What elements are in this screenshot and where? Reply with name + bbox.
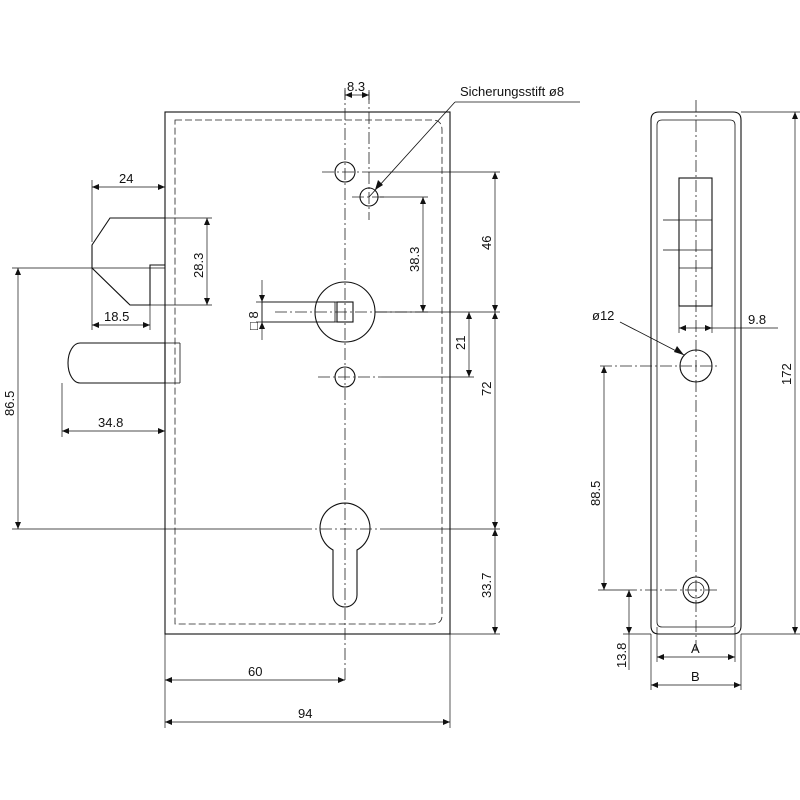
dim-pin-dia: 8.3 (344, 79, 370, 100)
faceplate-outline (650, 111, 742, 635)
dim-pin-to-spindle-text: 46 (479, 236, 494, 250)
dim-latch-depth-text: 18.5 (104, 309, 129, 324)
dim-faceplate-hole-distance: 88.5 (588, 366, 625, 591)
dim-square-text: □ 8 (246, 311, 261, 330)
case-outline (164, 111, 451, 635)
front-view: 8.3 Sicherungsstift ø8 24 28.3 (2, 79, 580, 728)
securing-pin-label: Sicherungsstift ø8 (460, 84, 564, 99)
dim-cylinder-to-bottom-text: 33.7 (479, 573, 494, 598)
dim-spindle-to-cylinder-text: 72 (479, 382, 494, 396)
dim-width-b: B (650, 634, 742, 690)
dim-width-a: A (656, 627, 736, 662)
dim-backset: 60 (164, 634, 345, 728)
dim-faceplate-slot: 9.8 (678, 306, 778, 333)
dim-faceplate-bottom: 13.8 (614, 590, 651, 670)
case-inner-contour (174, 119, 443, 625)
dim-pin-distance-text: 38.3 (407, 247, 422, 272)
hole-dia-label: ø12 (592, 308, 614, 323)
dim-bolt-reach: 86.5 (2, 267, 300, 530)
dim-latch-height-text: 28.3 (191, 253, 206, 278)
latch-bolt (91, 217, 165, 306)
dim-faceplate-bottom-text: 13.8 (614, 643, 629, 668)
faceplate-inner-outline (656, 119, 736, 628)
dim-spindle-to-hole: 21 (385, 312, 474, 378)
dim-backset-text: 60 (248, 664, 262, 679)
securing-pin-callout: Sicherungsstift ø8 (368, 84, 580, 198)
dim-latch-height: 28.3 (150, 217, 212, 306)
dim-bolt-reach-text: 86.5 (2, 391, 17, 416)
dim-case-width: 94 (165, 634, 451, 728)
dim-spindle-to-hole-text: 21 (453, 336, 468, 350)
dead-bolt (67, 342, 166, 384)
cylinder-cutout (319, 502, 371, 608)
dim-case-width-text: 94 (298, 706, 312, 721)
dim-faceplate-length-text: 172 (779, 363, 794, 385)
dim-bolt-length: 24 (91, 171, 165, 242)
dim-width-b-text: B (691, 669, 700, 684)
hole-dia-callout: ø12 (592, 308, 685, 356)
side-view: ø12 9.8 172 88.5 (588, 100, 800, 690)
dim-pin-dia-text: 8.3 (347, 79, 365, 94)
dim-bolt-offset: 34.8 (61, 383, 166, 437)
latch-slot (678, 177, 713, 307)
dim-pin-to-spindle: 46 (368, 171, 500, 313)
dim-square: □ 8 (246, 280, 337, 340)
dim-width-a-text: A (691, 641, 700, 656)
dim-pin-distance: 38.3 (375, 196, 428, 313)
dim-faceplate-slot-text: 9.8 (748, 312, 766, 327)
dim-faceplate-hole-distance-text: 88.5 (588, 481, 603, 506)
dim-cylinder-to-bottom: 33.7 (450, 529, 500, 635)
dim-bolt-offset-text: 34.8 (98, 415, 123, 430)
top-hole (334, 161, 356, 183)
dim-latch-depth: 18.5 (91, 268, 151, 330)
dim-spindle-to-cylinder: 72 (390, 312, 500, 530)
dim-bolt-length-text: 24 (119, 171, 133, 186)
dim-faceplate-length: 172 (741, 111, 800, 635)
